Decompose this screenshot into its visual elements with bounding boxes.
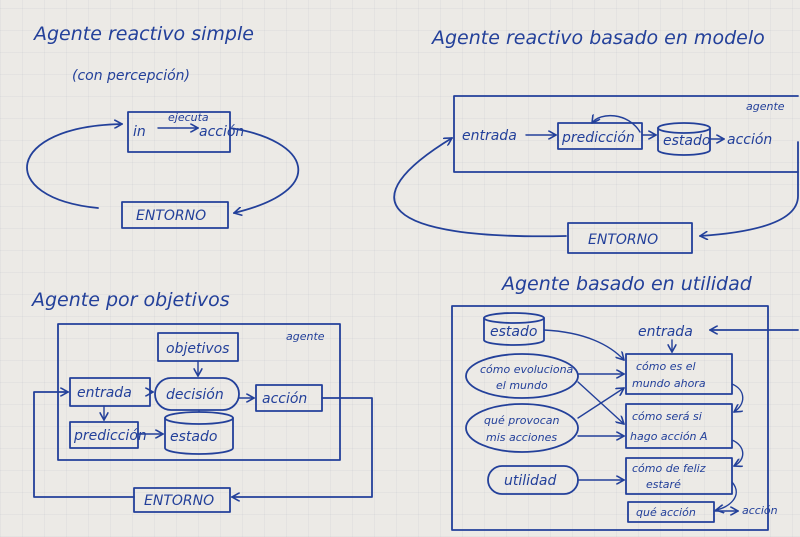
entorno-box <box>133 487 231 513</box>
arrow-accion-entorno <box>232 397 373 497</box>
arrow-accion-entorno <box>700 141 799 236</box>
estado-cylinder <box>164 417 234 455</box>
agent-box <box>127 111 231 153</box>
label-agente: agente <box>286 330 325 343</box>
arrow-entorno-entrada <box>33 392 135 498</box>
agente-frame <box>451 305 769 531</box>
title-basado-utilidad: Agente basado en utilidad <box>500 273 753 295</box>
estado-cylinder <box>657 127 711 156</box>
label-evoluciona-1: cómo evoluciona <box>480 363 574 376</box>
label-como-es-2: mundo ahora <box>632 377 706 390</box>
agente-frame <box>453 95 799 173</box>
label-accion: acción <box>262 391 307 407</box>
label-provocan-1: qué provocan <box>484 414 559 427</box>
decision-pill <box>154 377 240 411</box>
subtitle-con-percepcion: (con percepción) <box>72 68 190 84</box>
diagram-basado-utilidad: Agente basado en utilidad estado entrada… <box>451 273 799 531</box>
label-in: in <box>133 124 146 140</box>
label-agente: agente <box>746 100 785 113</box>
label-entorno: ENTORNO <box>136 208 206 224</box>
label-estado: estado <box>490 324 537 340</box>
como-feliz-box <box>625 457 733 495</box>
label-como-feliz-1: cómo de feliz <box>632 462 706 475</box>
label-estado: estado <box>663 133 710 149</box>
arrow-provocan-comoes <box>577 388 624 419</box>
label-prediccion: predicción <box>561 130 635 146</box>
que-accion-box <box>627 501 715 523</box>
label-que-accion: qué acción <box>636 506 696 519</box>
title-reactivo-modelo: Agente reactivo basado en modelo <box>430 27 765 49</box>
label-decision: decisión <box>166 387 224 403</box>
label-utilidad: utilidad <box>504 473 556 489</box>
arrow-comosera-feliz <box>731 439 744 466</box>
label-evoluciona-2: el mundo <box>496 379 548 392</box>
label-como-sera-1: cómo será si <box>632 410 702 423</box>
como-es-box <box>625 353 733 395</box>
diagram-por-objetivos: Agente por objetivos agente objetivos en… <box>30 289 373 513</box>
title-por-objetivos: Agente por objetivos <box>30 289 230 311</box>
label-estado: estado <box>170 429 217 445</box>
label-como-es-1: cómo es el <box>636 360 696 373</box>
estado-cylinder <box>483 317 545 346</box>
label-provocan-2: mis acciones <box>486 431 557 444</box>
prediccion-box <box>69 421 139 449</box>
label-prediccion: predicción <box>73 428 147 444</box>
estado-cylinder-top <box>164 411 234 425</box>
label-accion: acción <box>199 124 244 140</box>
label-accion: acción <box>742 504 778 517</box>
como-sera-box <box>625 403 733 449</box>
diagram-reactivo-modelo: Agente reactivo basado en modelo agente … <box>393 27 799 254</box>
arrow-feliz-queaccion <box>716 481 737 510</box>
entorno-box <box>567 222 693 254</box>
label-ejecuta: ejecuta <box>168 111 209 124</box>
evoluciona-ellipse <box>465 353 579 399</box>
label-entrada: entrada <box>77 385 132 401</box>
label-objetivos: objetivos <box>166 341 229 357</box>
label-entorno: ENTORNO <box>144 493 214 509</box>
label-como-sera-2: hago acción A <box>630 430 708 443</box>
title-reactivo-simple: Agente reactivo simple <box>32 23 254 45</box>
estado-cylinder-top <box>657 122 711 134</box>
label-accion: acción <box>727 132 772 148</box>
estado-cylinder-top <box>483 312 545 324</box>
label-entrada: entrada <box>638 324 693 340</box>
arrow-comoes-comosera <box>731 383 744 412</box>
arrow-entorno-entrada <box>393 137 567 238</box>
entorno-box <box>121 201 229 229</box>
provocan-ellipse <box>465 403 579 453</box>
arrow-estado-feedback <box>592 116 641 133</box>
label-como-feliz-2: estaré <box>646 478 681 491</box>
diagram-reactivo-simple: Agente reactivo simple (con percepción) … <box>26 23 299 229</box>
label-entorno: ENTORNO <box>588 232 658 248</box>
arrow-estado-comoes <box>543 329 624 360</box>
arrow-entorno-in <box>26 124 122 209</box>
label-entrada: entrada <box>462 128 517 144</box>
arrow-accion-entorno <box>229 127 299 213</box>
